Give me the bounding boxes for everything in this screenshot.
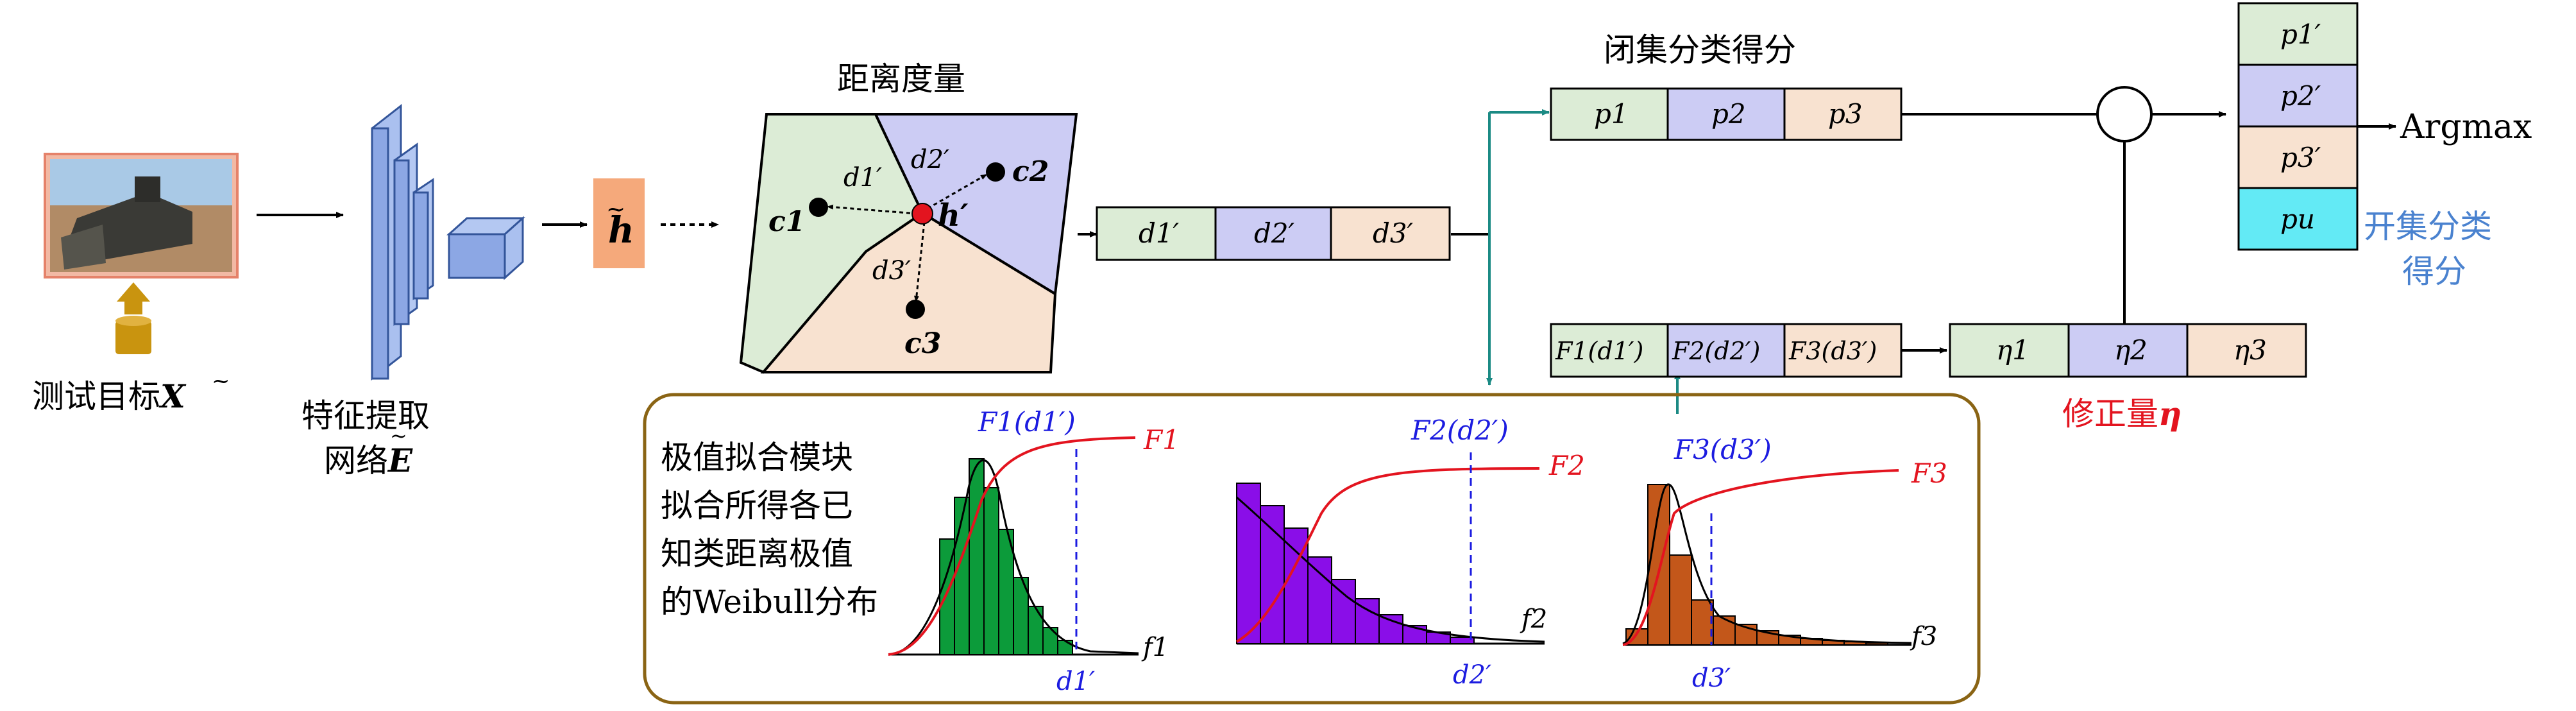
center-c3-label: c3	[904, 327, 941, 360]
evt-description: 极值拟合模块 拟合所得各已 知类距离极值 的Weibull分布	[661, 439, 878, 621]
feature-vector-h: h ~	[593, 178, 645, 268]
combiner-node	[2096, 86, 2153, 142]
hist1-bar-3	[969, 458, 985, 655]
d-label-2: d2′	[1453, 660, 1491, 690]
cdf-label-2: F2	[1548, 450, 1585, 481]
input-image	[44, 153, 239, 278]
distance-vector-cell-1: d1′	[1139, 218, 1180, 249]
correction-vector	[1949, 323, 2307, 378]
closed-scores-vector	[1550, 87, 1902, 141]
d-label-3: d3′	[1692, 664, 1731, 693]
cdf-curve-2	[1235, 467, 1540, 643]
evt-desc-line-3: 知类距离极值	[661, 535, 853, 572]
extractor-tilde-mark: ~	[390, 424, 407, 448]
hist2-bar-2	[1260, 505, 1285, 644]
upload-icon	[115, 282, 151, 354]
weibull-plot-1: F1 F1(d1′) f1 d1′	[888, 406, 1180, 696]
center-c2-label: c2	[1012, 155, 1049, 188]
closed-scores-title: 闭集分类得分	[1604, 31, 1796, 69]
closed-score-p1: p1	[1594, 98, 1629, 130]
weibull-plot-3: F3 F3(d3′) f3 d3′	[1622, 434, 1947, 693]
input-tilde-mark: ~	[212, 368, 230, 394]
distance-d2-label: d2′	[911, 145, 949, 175]
distance-d3-label: d3′	[872, 256, 911, 286]
open-score-pu: pu	[2280, 203, 2315, 235]
feature-extractor-network	[371, 103, 525, 381]
evt-desc-line-1: 极值拟合模块	[661, 439, 853, 476]
test-point-label: h′	[938, 198, 969, 234]
evt-desc-line-2: 拟合所得各已	[661, 487, 853, 524]
distance-vector-cell-2: d2′	[1254, 218, 1295, 249]
distance-arrows	[827, 173, 987, 302]
cdf-values-vector	[1550, 323, 1902, 378]
open-scores-label-line2: 得分	[2402, 253, 2466, 290]
open-score-p3: p3′	[2280, 142, 2321, 173]
pdf-curve-3	[1622, 483, 1912, 645]
correction-eta-2: η2	[2114, 334, 2148, 366]
distance-vector-cell-3: d3′	[1373, 218, 1414, 249]
cdf-value-1: F1(d1′)	[1555, 337, 1643, 365]
center-c1-label: c1	[768, 205, 805, 238]
cdf-label-3: F3	[1911, 458, 1947, 489]
extractor-label-line2: 网络E	[324, 441, 413, 479]
hist2-bar-7	[1378, 614, 1403, 644]
weibull-plot-2: F2 F2(d2′) f2 d2′	[1235, 415, 1585, 690]
input-label: 测试目标X	[32, 377, 187, 415]
correction-label: 修正量η	[2062, 395, 2182, 433]
open-score-p1: p1′	[2280, 19, 2321, 50]
hist2-bar-5	[1331, 579, 1356, 644]
open-score-p2: p2′	[2280, 80, 2321, 112]
argmax-label: Argmax	[2400, 108, 2532, 146]
hist3-bar-5	[1713, 615, 1736, 646]
hist2-bar-6	[1355, 598, 1380, 644]
cdf-value-3: F3(d3′)	[1788, 337, 1877, 365]
closed-score-p3: p3	[1828, 98, 1863, 130]
center-c3-dot	[906, 300, 925, 319]
distance-title: 距离度量	[837, 60, 965, 98]
correction-eta-1: η1	[1996, 334, 2029, 366]
axis-label-1: f1	[1141, 633, 1169, 662]
correction-eta-3: η3	[2233, 334, 2267, 366]
d-label-1: d1′	[1056, 667, 1095, 696]
test-point-h-dot	[911, 203, 933, 225]
hist3-bar-3	[1669, 554, 1692, 646]
evt-module-box	[643, 393, 1981, 705]
axis-label-2: f2	[1520, 604, 1547, 634]
feature-tilde-mark: ~	[606, 196, 625, 223]
axis-label-3: f3	[1910, 622, 1937, 651]
value-label-1: F1(d1′)	[978, 406, 1076, 438]
distance-vector	[1096, 206, 1451, 261]
pdf-curve-1	[888, 459, 1139, 656]
closed-score-p2: p2	[1711, 98, 1746, 130]
svg-text:h: h	[608, 209, 634, 252]
evt-desc-line-4: 的Weibull分布	[661, 583, 878, 621]
histogram-2	[1236, 483, 1475, 644]
voronoi-space	[739, 113, 1078, 374]
hist1-bar-4	[983, 487, 999, 655]
histogram-3	[1625, 484, 1888, 646]
extractor-label-line1: 特征提取	[301, 397, 430, 434]
hist2-bar-4	[1307, 556, 1332, 644]
value-label-2: F2(d2′)	[1411, 415, 1509, 446]
hist3-bar-4	[1691, 599, 1714, 646]
center-c1-dot	[809, 198, 828, 217]
hist1-bar-9	[1057, 640, 1073, 655]
cdf-label-1: F1	[1143, 424, 1180, 456]
center-c2-dot	[986, 162, 1005, 182]
hist1-bar-8	[1042, 627, 1058, 655]
hist2-bar-10	[1450, 637, 1475, 644]
cdf-curve-3	[1622, 469, 1899, 646]
distance-d1-label: d1′	[843, 163, 882, 193]
open-scores-label-line1: 开集分类	[2364, 208, 2492, 245]
pdf-curve-2	[1236, 496, 1545, 643]
hist1-bar-7	[1028, 606, 1044, 655]
open-scores-vector	[2237, 2, 2359, 251]
value-label-3: F3(d3′)	[1674, 434, 1772, 465]
histogram-1	[939, 458, 1073, 655]
cdf-value-2: F2(d2′)	[1672, 337, 1760, 365]
cdf-curve-1	[888, 436, 1136, 656]
